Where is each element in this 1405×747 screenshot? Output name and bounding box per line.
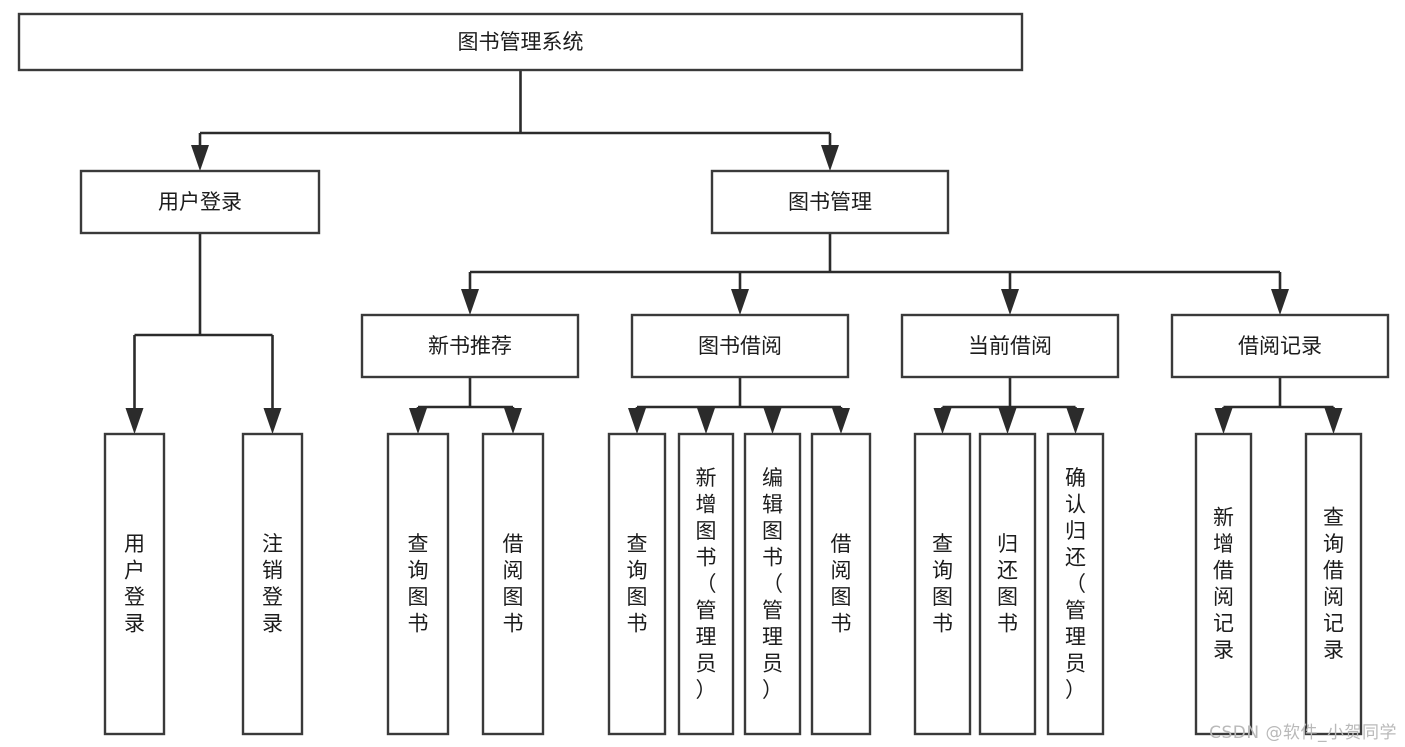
connector-layer xyxy=(125,70,1343,434)
node-layer: 图书管理系统用户登录图书管理新书推荐图书借阅当前借阅借阅记录用户登录注销登录查询… xyxy=(17,12,1390,736)
edge-group-root xyxy=(191,70,839,171)
node-label: 确认归还（管理员） xyxy=(1065,466,1086,702)
edge-group-current-borrow xyxy=(933,377,1085,434)
node-book-manage[interactable]: 图书管理 xyxy=(710,169,950,235)
node-label: 查询图书 xyxy=(932,532,953,636)
node-leaf-recommend-borrow[interactable]: 借阅图书 xyxy=(481,432,545,736)
node-box xyxy=(1194,432,1253,736)
arrow-head xyxy=(821,145,839,171)
arrow-head xyxy=(628,408,646,434)
node-box xyxy=(1046,432,1105,736)
node-borrow-record[interactable]: 借阅记录 xyxy=(1170,313,1390,379)
node-label: 用户登录 xyxy=(124,532,145,636)
arrow-head xyxy=(461,289,479,315)
node-box xyxy=(810,432,872,736)
node-leaf-record-query[interactable]: 查询借阅记录 xyxy=(1304,432,1363,736)
node-label: 图书管理系统 xyxy=(458,30,584,54)
arrow-head xyxy=(1271,289,1289,315)
node-box xyxy=(1170,313,1390,379)
arrow-head xyxy=(731,289,749,315)
node-leaf-borrow-add[interactable]: 新增图书（管理员） xyxy=(677,432,735,736)
node-box xyxy=(386,432,450,736)
node-new-book-recommend[interactable]: 新书推荐 xyxy=(360,313,580,379)
node-label: 新增借阅记录 xyxy=(1213,506,1234,663)
node-box xyxy=(710,169,950,235)
node-leaf-user-login[interactable]: 用户登录 xyxy=(103,432,166,736)
node-leaf-recommend-query[interactable]: 查询图书 xyxy=(386,432,450,736)
node-label: 图书借阅 xyxy=(698,334,782,358)
edge-group-user-login xyxy=(125,233,282,434)
node-label: 借阅图书 xyxy=(831,532,852,636)
node-label: 当前借阅 xyxy=(968,334,1052,358)
node-label: 图书管理 xyxy=(788,190,872,214)
arrow-head xyxy=(763,408,782,434)
node-box xyxy=(79,169,321,235)
node-leaf-current-confirm[interactable]: 确认归还（管理员） xyxy=(1046,432,1105,736)
node-label: 借阅图书 xyxy=(503,532,524,636)
node-box xyxy=(17,12,1024,72)
arrow-head xyxy=(125,408,144,434)
node-current-borrow[interactable]: 当前借阅 xyxy=(900,313,1120,379)
node-box xyxy=(103,432,166,736)
node-box xyxy=(1304,432,1363,736)
arrow-head xyxy=(933,408,952,434)
node-book-borrow[interactable]: 图书借阅 xyxy=(630,313,850,379)
node-label: 新书推荐 xyxy=(428,334,512,358)
arrow-head xyxy=(1214,408,1233,434)
arrow-head xyxy=(409,408,427,434)
node-label: 借阅记录 xyxy=(1238,334,1322,358)
node-box xyxy=(743,432,802,736)
node-box xyxy=(900,313,1120,379)
edge-group-book-borrow xyxy=(628,377,850,434)
node-box xyxy=(241,432,304,736)
arrow-head xyxy=(1324,408,1343,434)
node-leaf-borrow-do[interactable]: 借阅图书 xyxy=(810,432,872,736)
arrow-head xyxy=(1066,408,1085,434)
arrow-head xyxy=(504,408,522,434)
watermark-text: CSDN @软件_小贺同学 xyxy=(1209,723,1397,743)
node-leaf-record-add[interactable]: 新增借阅记录 xyxy=(1194,432,1253,736)
node-box xyxy=(607,432,667,736)
node-box xyxy=(677,432,735,736)
node-leaf-borrow-edit[interactable]: 编辑图书（管理员） xyxy=(743,432,802,736)
edge-group-new-book-recommend xyxy=(409,377,522,434)
node-leaf-current-query[interactable]: 查询图书 xyxy=(913,432,972,736)
node-user-login[interactable]: 用户登录 xyxy=(79,169,321,235)
node-box xyxy=(913,432,972,736)
node-leaf-borrow-query[interactable]: 查询图书 xyxy=(607,432,667,736)
edge-group-book-manage xyxy=(461,233,1289,315)
arrow-head xyxy=(1001,289,1019,315)
node-box xyxy=(481,432,545,736)
arrow-head xyxy=(263,408,282,434)
node-label: 用户登录 xyxy=(158,190,242,214)
arrow-head xyxy=(191,145,209,171)
arrow-head xyxy=(832,408,850,434)
node-leaf-logout[interactable]: 注销登录 xyxy=(241,432,304,736)
node-box xyxy=(360,313,580,379)
node-label: 查询借阅记录 xyxy=(1323,506,1344,663)
node-leaf-current-return[interactable]: 归还图书 xyxy=(978,432,1037,736)
arrow-head xyxy=(998,408,1017,434)
arrow-head xyxy=(697,408,715,434)
node-root[interactable]: 图书管理系统 xyxy=(17,12,1024,72)
node-label: 编辑图书（管理员） xyxy=(762,466,783,702)
node-box xyxy=(630,313,850,379)
node-label: 新增图书（管理员） xyxy=(696,466,717,702)
node-label: 注销登录 xyxy=(262,532,283,636)
node-label: 归还图书 xyxy=(997,532,1018,636)
node-label: 查询图书 xyxy=(627,532,648,636)
node-label: 查询图书 xyxy=(408,532,429,636)
edge-group-borrow-record xyxy=(1214,377,1343,434)
node-box xyxy=(978,432,1037,736)
